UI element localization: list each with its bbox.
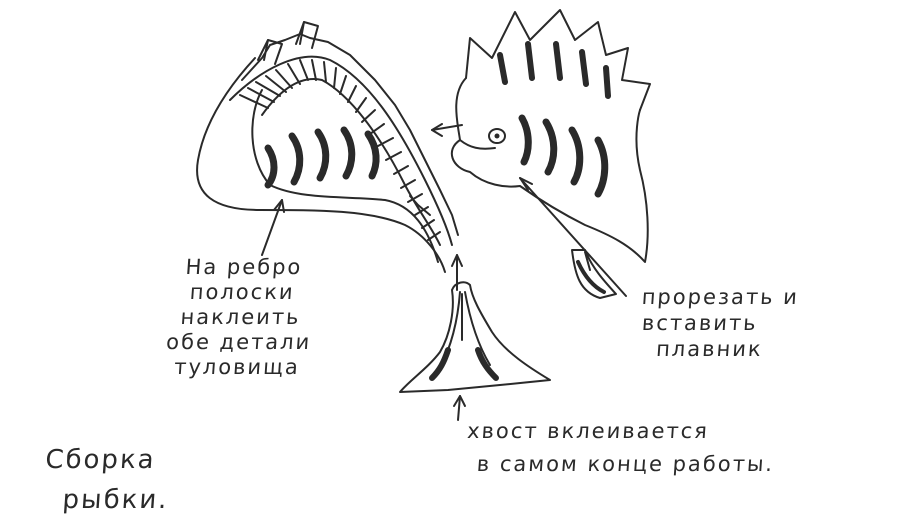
tail-line-1: хвост вклеивается	[466, 415, 778, 448]
tail-line-2: в самом конце работы.	[464, 448, 776, 481]
title-line-2: рыбки.	[41, 480, 170, 520]
tail-label: хвост вклеивается в самом конце работы.	[464, 415, 778, 481]
title-line-1: Сборка	[44, 440, 173, 480]
rib-strips-line-5: туловища	[164, 355, 311, 380]
fin-line-3: плавник	[637, 336, 796, 362]
rib-strips-line-4: обе детали	[165, 330, 312, 355]
rib-strips-line-1: На ребро	[171, 255, 318, 280]
rib-strips-line-3: наклеить	[167, 305, 314, 330]
diagram-title: Сборка рыбки.	[41, 440, 173, 520]
fin-label: прорезать и вставить плавник	[637, 284, 800, 362]
fin-piece	[572, 250, 616, 298]
head-half	[452, 10, 650, 262]
fin-line-2: вставить	[639, 310, 798, 336]
tail-piece	[400, 282, 550, 392]
fin-line-1: прорезать и	[641, 284, 800, 310]
body-half-with-strip	[197, 22, 458, 272]
rib-strips-label: На ребро полоски наклеить обе детали тул…	[164, 255, 318, 380]
rib-strips-line-2: полоски	[169, 280, 316, 305]
